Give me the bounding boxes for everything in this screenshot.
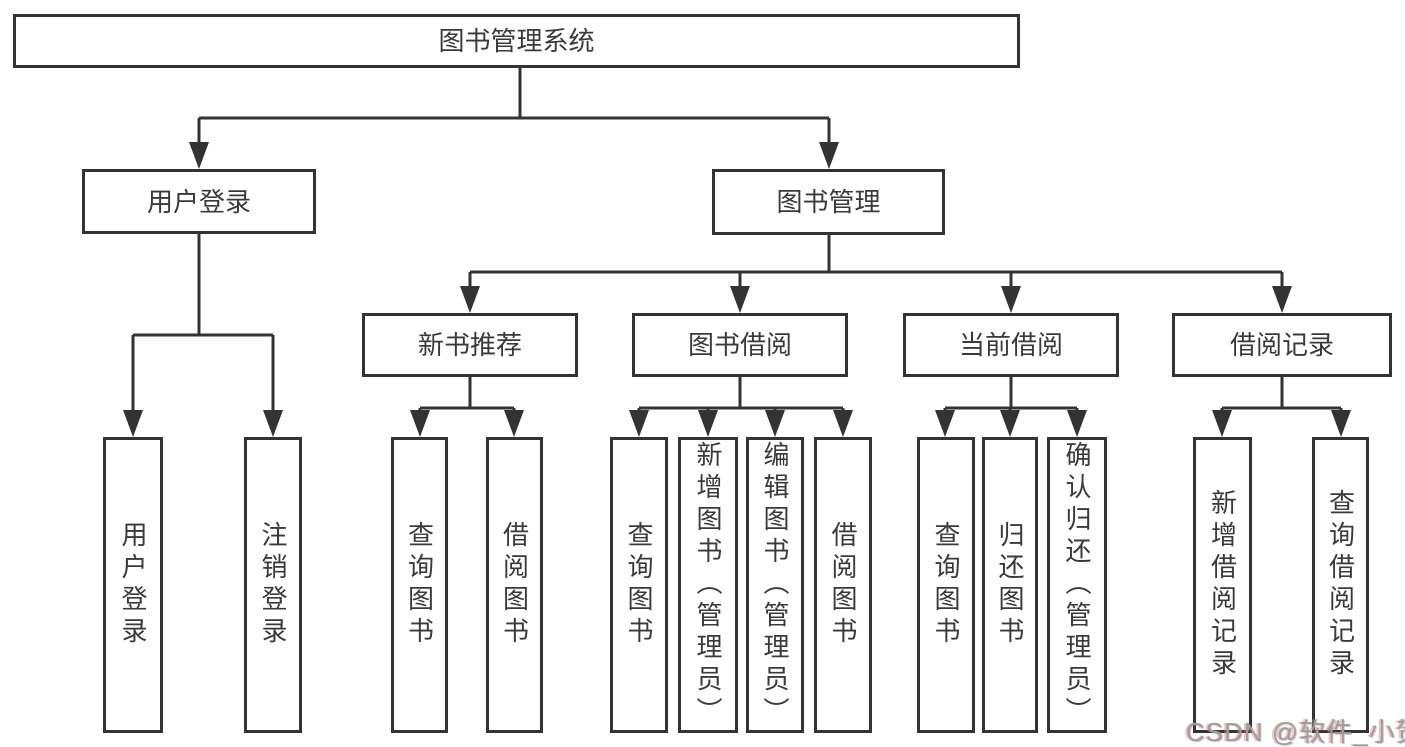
leaf-label: 新增图书（管理员） xyxy=(693,441,723,729)
leaf-confirm-return-admin: 确认归还（管理员） xyxy=(1047,437,1107,733)
leaf-borrow-books-recommend: 借阅图书 xyxy=(486,437,543,733)
leaf-query-books-borrowing: 查询图书 xyxy=(610,437,668,733)
leaf-add-books-admin: 新增图书（管理员） xyxy=(678,437,738,733)
leaf-label: 查询图书 xyxy=(624,521,654,649)
node-user-login: 用户登录 xyxy=(82,169,316,234)
leaf-label: 借阅图书 xyxy=(499,521,530,649)
leaf-label: 归还图书 xyxy=(995,521,1025,649)
leaf-label: 查询图书 xyxy=(931,521,961,649)
leaf-query-books-recommend: 查询图书 xyxy=(391,437,448,733)
leaf-logout: 注销登录 xyxy=(244,437,302,733)
leaf-borrow-books-borrowing: 借阅图书 xyxy=(814,437,872,733)
leaf-label: 查询图书 xyxy=(404,521,435,649)
leaf-label: 新增借阅记录 xyxy=(1207,489,1238,681)
leaf-user-login: 用户登录 xyxy=(103,437,163,733)
node-current-borrowing: 当前借阅 xyxy=(903,313,1119,377)
watermark: CSDN @软件_小贺同学 xyxy=(1186,717,1405,747)
node-new-book-recommend: 新书推荐 xyxy=(362,313,578,377)
leaf-query-borrow-record: 查询借阅记录 xyxy=(1312,437,1369,733)
leaf-label: 注销登录 xyxy=(258,521,288,649)
node-book-borrowing: 图书借阅 xyxy=(632,313,848,377)
node-borrowing-records: 借阅记录 xyxy=(1172,313,1392,377)
arrowheads xyxy=(123,142,1351,437)
node-book-management: 图书管理 xyxy=(712,169,945,235)
leaf-add-borrow-record: 新增借阅记录 xyxy=(1193,437,1252,733)
leaf-label: 确认归还（管理员） xyxy=(1062,441,1092,729)
leaf-query-books-current: 查询图书 xyxy=(917,437,975,733)
leaf-label: 用户登录 xyxy=(118,521,148,649)
leaf-edit-books-admin: 编辑图书（管理员） xyxy=(746,437,804,733)
leaf-return-books: 归还图书 xyxy=(982,437,1038,733)
leaf-label: 查询借阅记录 xyxy=(1325,489,1356,681)
node-book-management-system: 图书管理系统 xyxy=(13,14,1020,68)
leaf-label: 编辑图书（管理员） xyxy=(760,441,790,729)
leaf-label: 借阅图书 xyxy=(828,521,858,649)
